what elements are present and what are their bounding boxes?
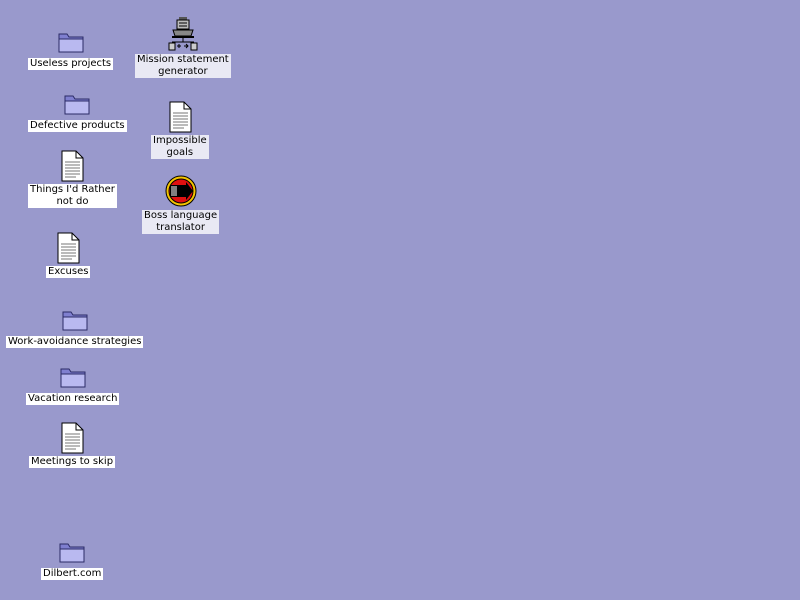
desktop-item-meetings-to-skip[interactable]: Meetings to skip [29,420,116,468]
desktop-item-label: Meetings to skip [29,456,116,468]
desktop-item-vacation-research[interactable]: Vacation research [26,357,120,405]
desktop-item-label: Work-avoidance strategies [6,336,144,348]
document-icon [55,148,89,182]
desktop-item-work-avoidance-strategies[interactable]: Work-avoidance strategies [6,300,144,348]
desktop-item-useless-projects[interactable]: Useless projects [28,22,114,70]
translator-app-icon [164,174,198,208]
desktop-item-label: Mission statement generator [135,54,231,78]
mission-generator-app-icon [166,17,200,52]
folder-icon [54,22,88,56]
desktop-item-label: Things I'd Rather not do [28,184,117,208]
desktop-item-boss-language-translator[interactable]: Boss language translator [142,174,220,234]
folder-icon [60,84,94,118]
desktop-item-things-id-rather-not-do[interactable]: Things I'd Rather not do [28,148,117,208]
folder-icon [56,357,90,391]
document-icon [163,99,197,133]
desktop-item-mission-statement-generator[interactable]: Mission statement generator [135,17,231,78]
desktop-item-label: Defective products [28,120,127,132]
desktop-item-label: Useless projects [28,58,114,70]
desktop-item-defective-products[interactable]: Defective products [28,84,127,132]
desktop-item-dilbert-com[interactable]: Dilbert.com [41,532,104,580]
folder-icon [58,300,92,334]
document-icon [55,420,89,454]
desktop-item-label: Boss language translator [142,210,220,234]
desktop-item-label: Dilbert.com [41,568,104,580]
folder-icon [55,532,89,566]
desktop-item-label: Vacation research [26,393,120,405]
document-icon [51,230,85,264]
desktop-item-excuses[interactable]: Excuses [46,230,91,278]
desktop-item-impossible-goals[interactable]: Impossible goals [151,99,209,159]
desktop-item-label: Excuses [46,266,91,278]
desktop-item-label: Impossible goals [151,135,209,159]
